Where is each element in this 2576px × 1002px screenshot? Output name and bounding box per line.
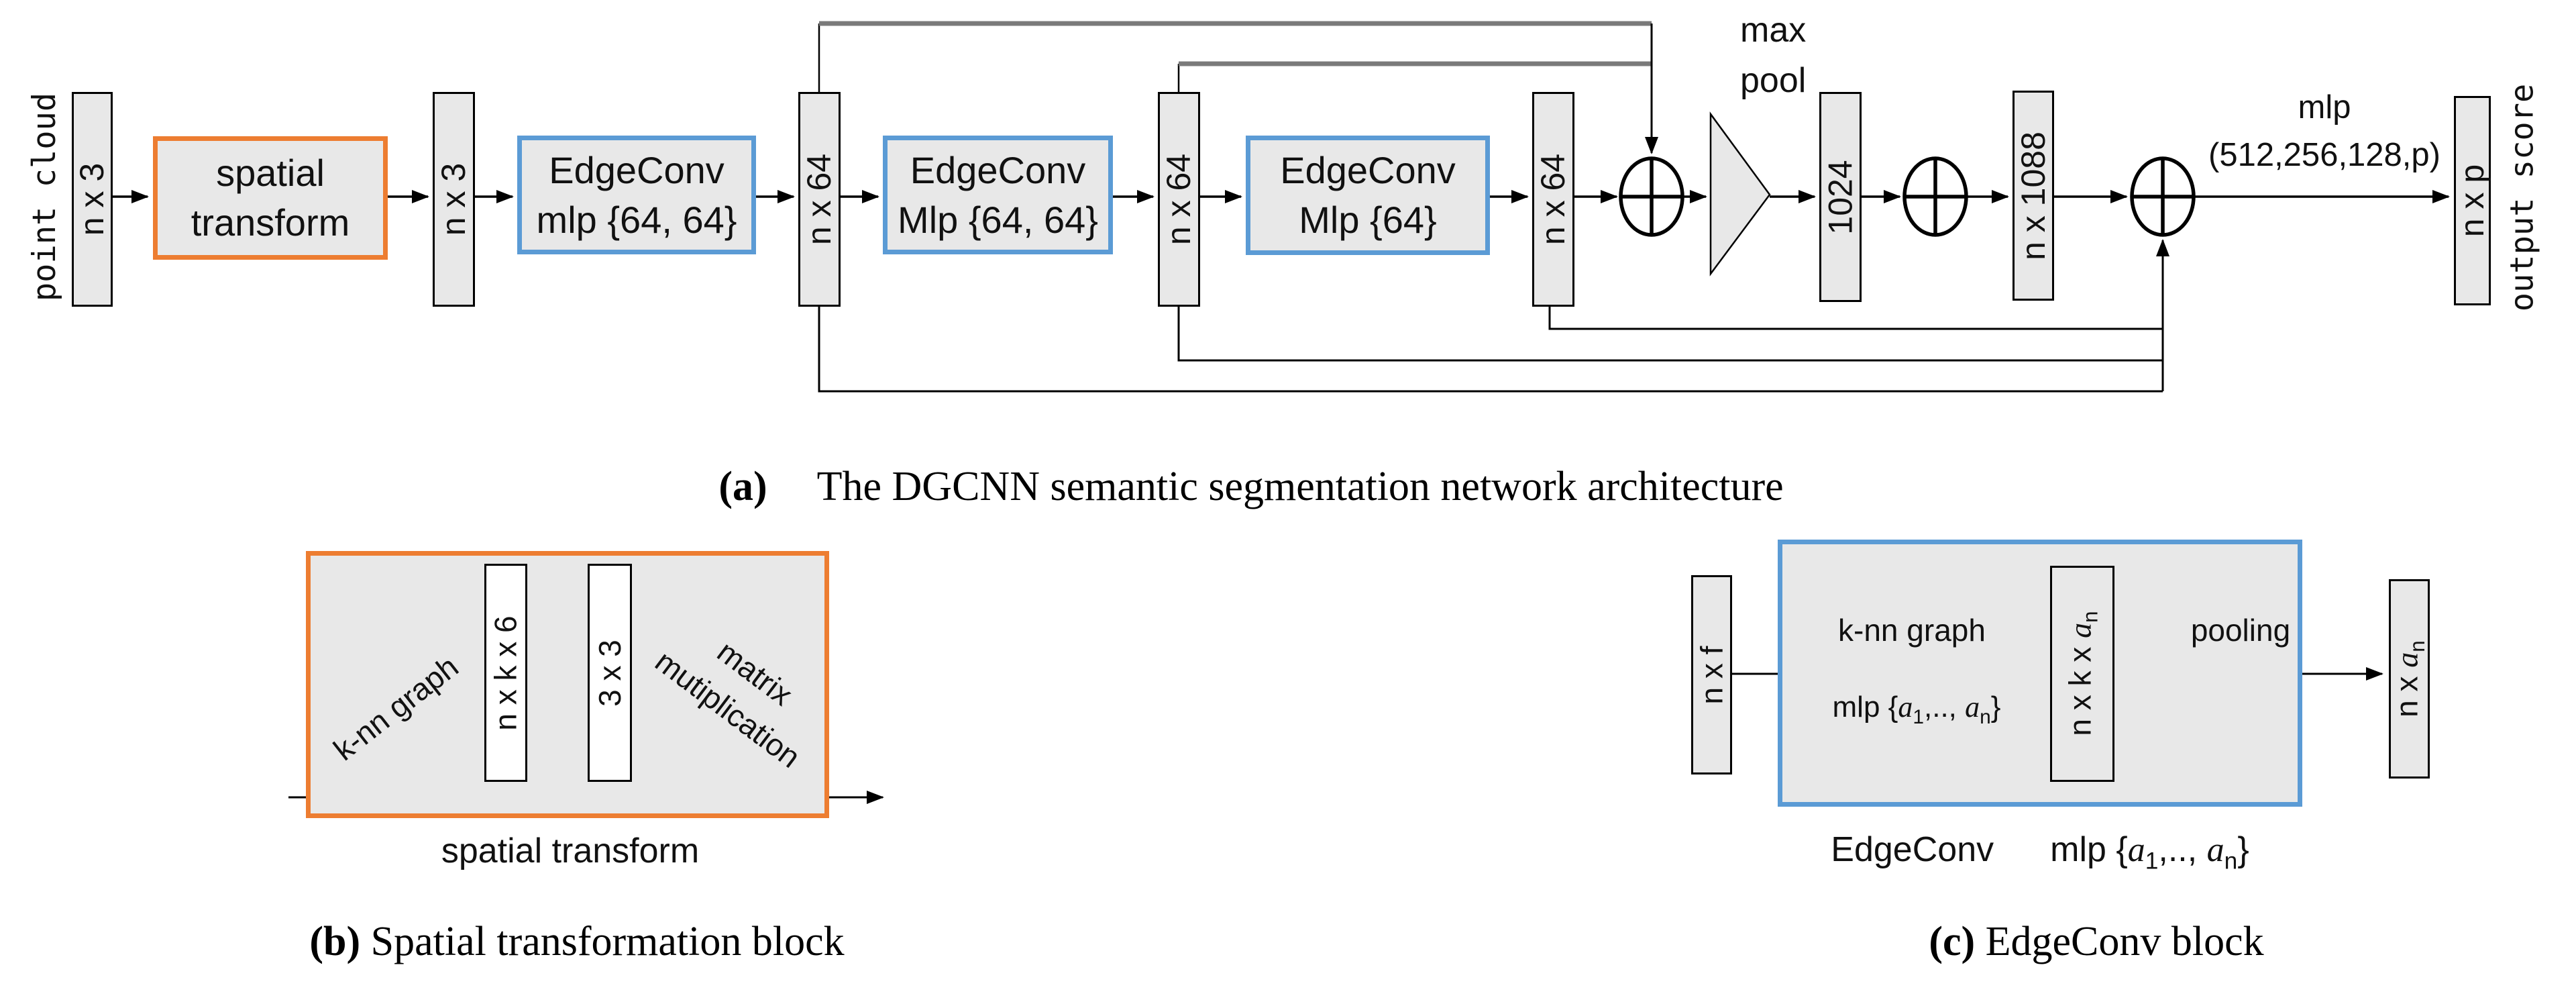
spatial-transform-line2: transform xyxy=(191,201,350,244)
caption-b: (b) Spatial transformation block xyxy=(168,918,986,966)
edgeconv3-line1: EdgeConv xyxy=(1280,149,1456,192)
skip-bottom-line-n64b xyxy=(1177,307,2163,362)
slab-n64-2: n x 64 xyxy=(1158,92,1200,307)
edgeconv2-line1: EdgeConv xyxy=(910,148,1086,191)
c-pooling-label: pooling xyxy=(2190,613,2291,648)
c-bottom-edgeconv: EdgeConv xyxy=(1831,830,1994,869)
spatial-transform-box: spatial transform xyxy=(153,136,388,260)
slab-n3-input: n x 3 xyxy=(72,92,113,307)
slab-np-output: n x p xyxy=(2454,96,2491,305)
caption-c: (c) EdgeConv block xyxy=(1711,918,2482,966)
c-slab-nan-output: n x an xyxy=(2389,579,2430,779)
spatial-transform-line1: spatial xyxy=(216,152,325,195)
edgeconv1-line2: mlp {64, 64} xyxy=(536,198,737,241)
c-bottom-mlp: mlp {a1,.., an} xyxy=(2050,830,2249,874)
edgeconv1-box: EdgeConv mlp {64, 64} xyxy=(517,136,756,254)
slab-1024: 1024 xyxy=(1819,92,1862,302)
c-slab-nf: n x f xyxy=(1691,575,1732,774)
skip-bottom-line-n64c xyxy=(1548,307,2163,330)
edgeconv3-line2: Mlp {64} xyxy=(1299,199,1437,241)
caption-a-text: The DGCNN semantic segmentation network … xyxy=(816,464,1784,509)
b-spatial-transform-block-box xyxy=(306,551,829,818)
c-mlp-label: mlp {a1,.., an} xyxy=(1832,691,2001,728)
mlp-head-label: mlp (512,256,128,p) xyxy=(2208,89,2440,174)
caption-a: (a) The DGCNN semantic segmentation netwo… xyxy=(530,463,1972,511)
caption-c-tag: (c) xyxy=(1929,919,1976,964)
maxpool-label: max pool xyxy=(1740,11,1807,101)
b-slab-nk6: n x k x 6 xyxy=(484,564,527,782)
slab-n1088: n x 1088 xyxy=(2012,91,2054,301)
edgeconv2-line2: Mlp {64, 64} xyxy=(898,198,1098,241)
bottom-skip-connections xyxy=(818,239,2169,393)
skip-bottom-line-n64a xyxy=(818,307,2163,393)
input-label-point-cloud: point cloud xyxy=(26,92,64,301)
caption-c-text: EdgeConv block xyxy=(1975,919,2264,964)
c-slab-nkan: n x k x an xyxy=(2050,566,2114,782)
top-skip-connections xyxy=(818,21,1658,154)
caption-b-tag: (b) xyxy=(309,919,361,964)
edgeconv2-box: EdgeConv Mlp {64, 64} xyxy=(883,136,1113,254)
edgeconv3-box: EdgeConv Mlp {64} xyxy=(1246,136,1490,255)
slab-n64-3: n x 64 xyxy=(1532,92,1574,307)
caption-a-tag: (a) xyxy=(718,464,767,509)
c-knn-graph-label: k-nn graph xyxy=(1838,613,1986,648)
b-slab-3x3: 3 x 3 xyxy=(588,564,632,782)
output-label-output-score: output score xyxy=(2504,83,2541,311)
c-edgeconv-block-box xyxy=(1778,540,2302,807)
concat-symbols xyxy=(1619,156,2196,237)
b-bottom-label-spatial-transform: spatial transform xyxy=(441,832,700,870)
slab-n64-1: n x 64 xyxy=(798,92,841,307)
slab-n3-transformed: n x 3 xyxy=(433,92,475,307)
edgeconv1-line1: EdgeConv xyxy=(549,148,724,191)
caption-b-text: Spatial transformation block xyxy=(360,919,845,964)
maxpool-triangle-icon xyxy=(1709,111,1771,277)
c-bottom-label: EdgeConv mlp {a1,.., an} xyxy=(1778,830,2302,874)
